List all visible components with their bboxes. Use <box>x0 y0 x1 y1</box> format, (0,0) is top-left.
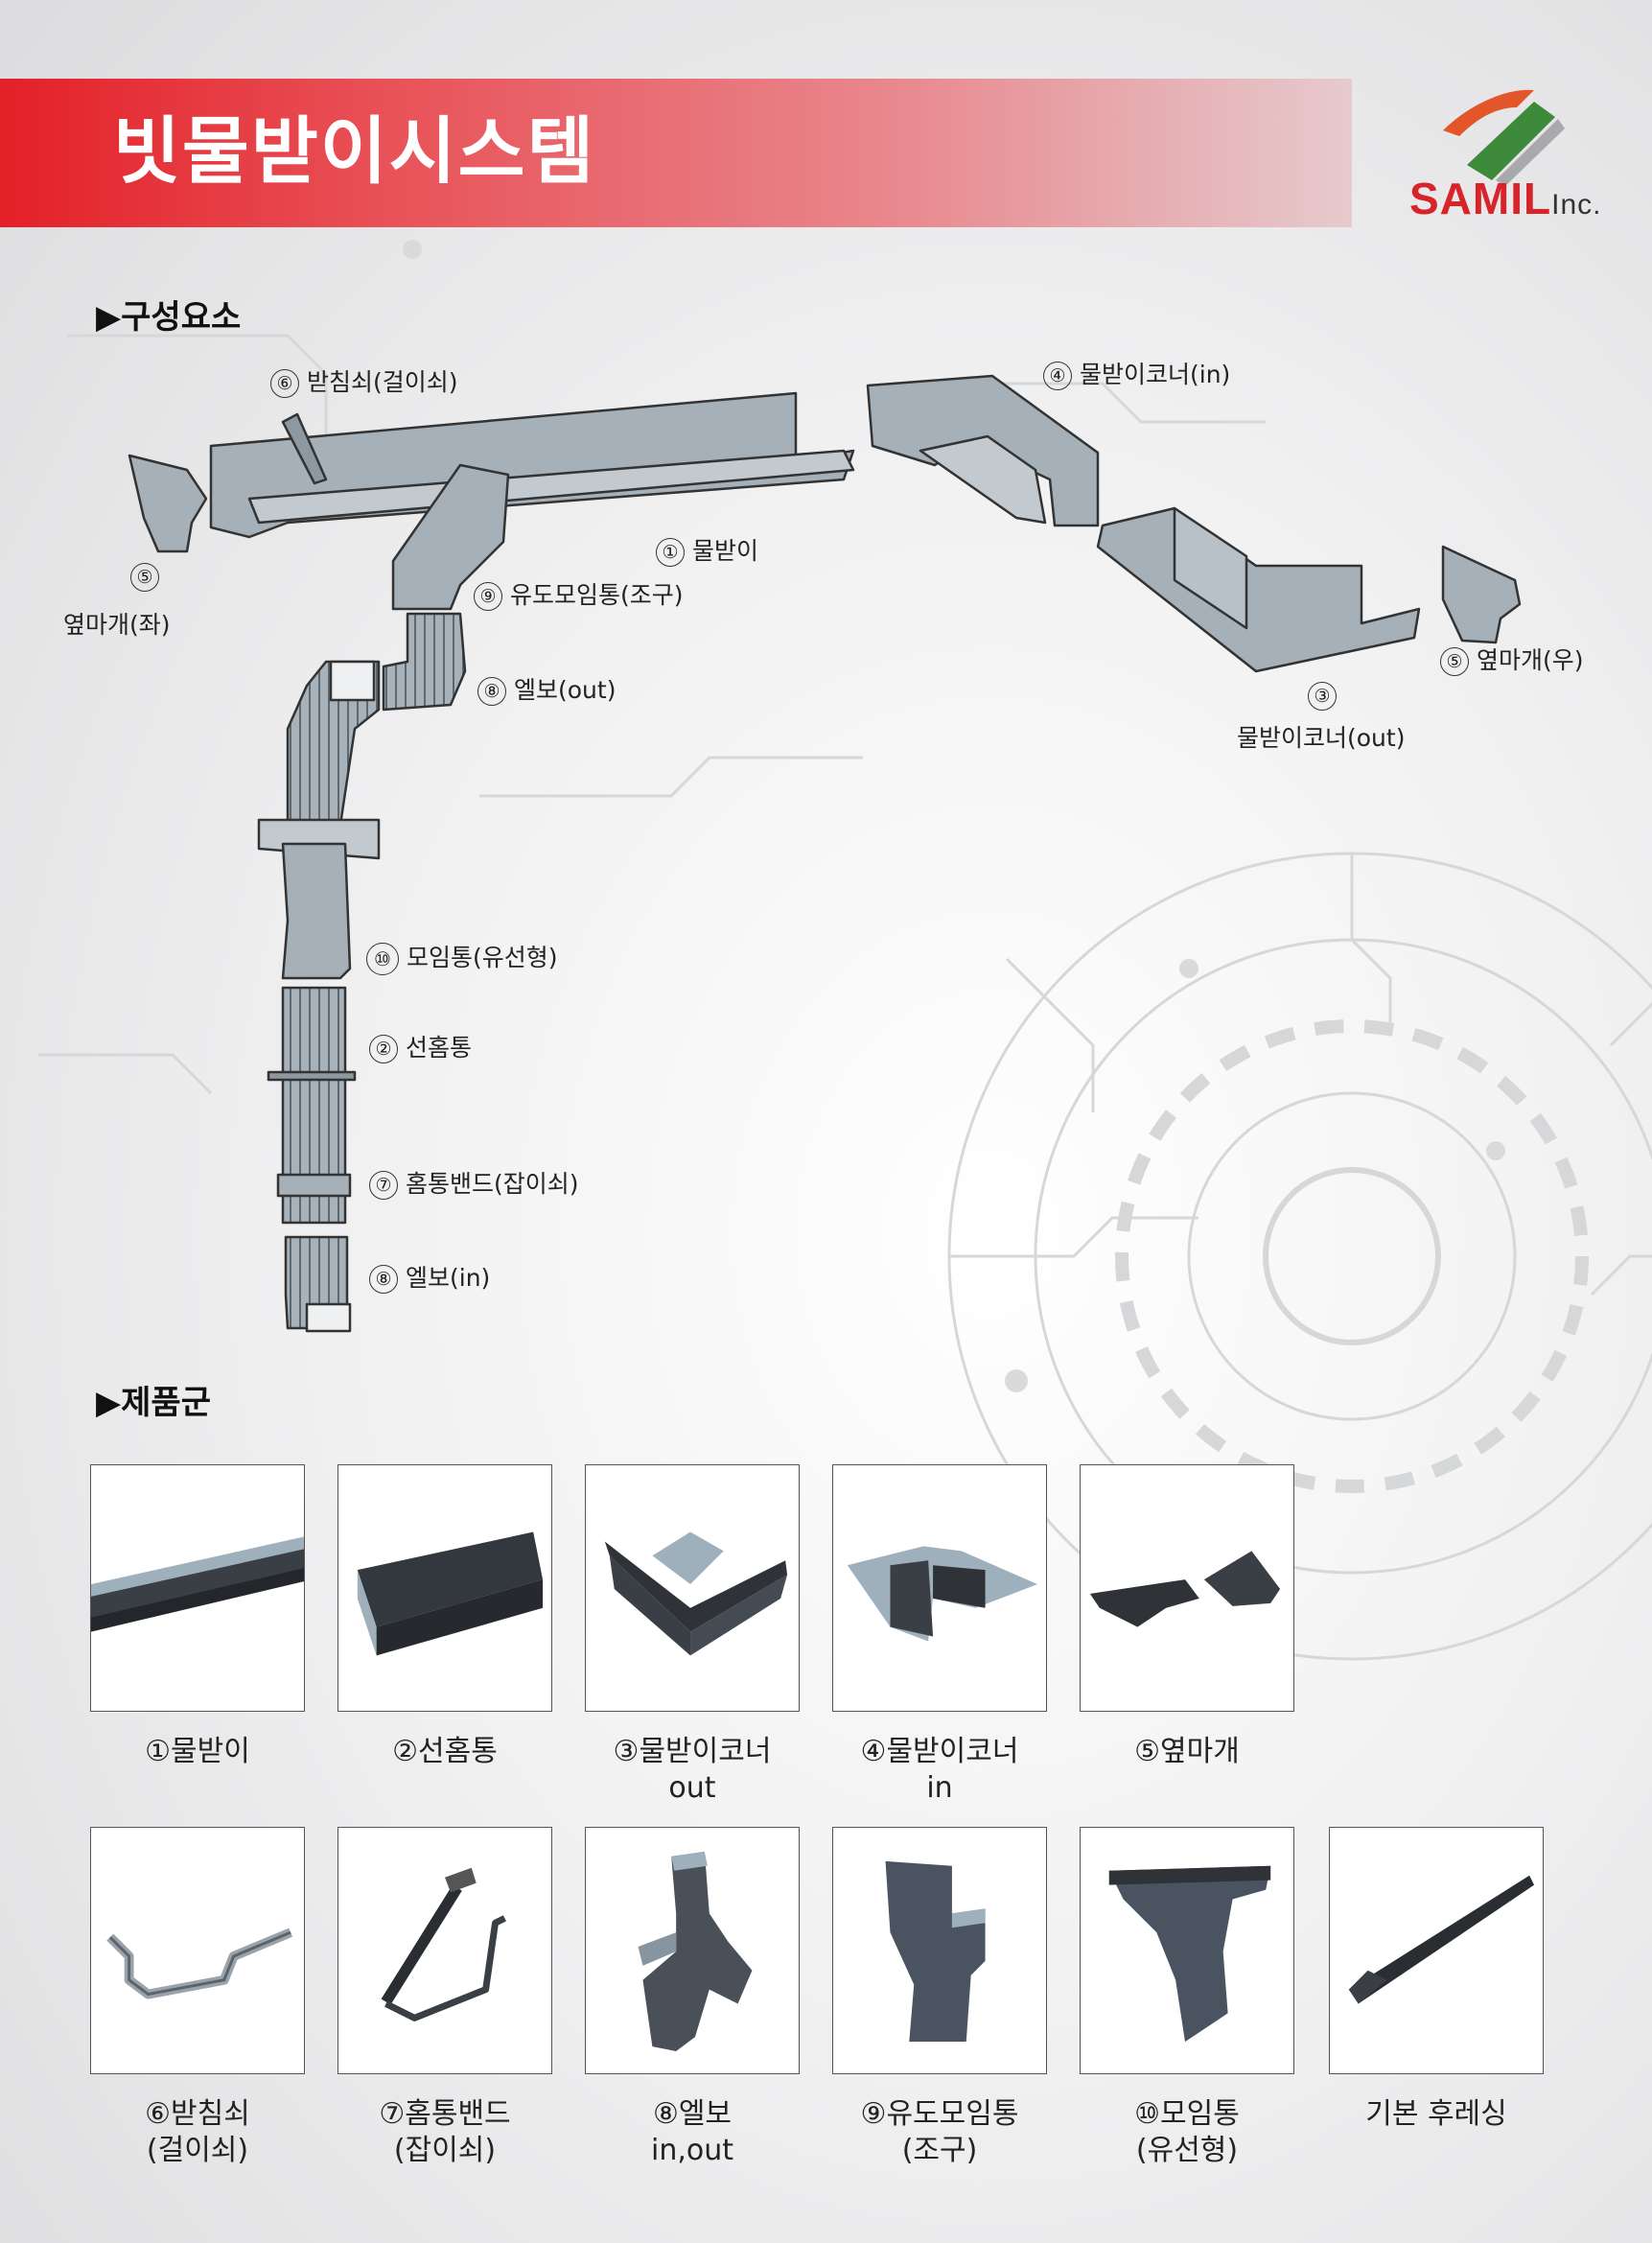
product-card-elbow[interactable] <box>585 1827 800 2074</box>
product-card-corner-out[interactable] <box>585 1464 800 1712</box>
end-cap-left-shape <box>128 454 208 553</box>
section-products-title: ▶제품군 <box>96 1384 211 1422</box>
product-caption-bracket: ⑥받침쇠(걸이쇠) <box>145 2097 250 2167</box>
collector-icon <box>1108 1865 1271 2043</box>
product-card-downpipe[interactable] <box>337 1464 552 1712</box>
corner-in-shape <box>866 374 1100 527</box>
end-cap-icon <box>1089 1551 1281 1627</box>
downpipe-icon <box>357 1531 544 1656</box>
product-caption-collector: ⑩모임통(유선형) <box>1134 2097 1240 2167</box>
elbow-out-shape <box>382 612 467 712</box>
bracket-shape <box>281 412 328 485</box>
product-caption-pipe-band: ⑦홈통밴드(잡이쇠) <box>379 2097 511 2167</box>
product-card-end-cap[interactable] <box>1080 1464 1294 1712</box>
samil-logo-mark-icon <box>1443 89 1565 186</box>
end-cap-right-shape <box>1441 545 1522 644</box>
gutter-system-diagram <box>128 374 1522 1333</box>
product-card-corner-in[interactable] <box>832 1464 1047 1712</box>
gutter-icon <box>91 1536 304 1632</box>
product-card-flashing[interactable] <box>1329 1827 1544 2074</box>
product-card-bracket[interactable] <box>90 1827 305 2074</box>
outlet-icon <box>885 1860 986 2043</box>
corner-out-icon <box>604 1531 788 1656</box>
product-caption-end-cap: ⑤옆마개 <box>1134 1735 1240 1768</box>
samil-logo: SAMILInc. <box>1400 73 1620 236</box>
flashing-icon <box>1348 1875 1535 2004</box>
pipe-band-icon <box>381 1867 506 2021</box>
collector-shape <box>281 842 352 980</box>
corner-in-icon <box>847 1546 1038 1642</box>
product-caption-outlet: ⑨유도모임통(조구) <box>860 2097 1019 2167</box>
product-card-gutter[interactable] <box>90 1464 305 1712</box>
corner-out-shape <box>1096 506 1421 673</box>
product-card-outlet[interactable] <box>832 1827 1047 2074</box>
product-caption-downpipe: ②선홈통 <box>392 1735 498 1768</box>
section-components-title: ▶구성요소 <box>96 298 242 337</box>
label-corner-out: 물받이코너(out) <box>1237 724 1406 752</box>
product-card-pipe-band[interactable] <box>337 1827 552 2074</box>
logo-suffix: Inc. <box>1551 189 1602 221</box>
product-caption-gutter: ①물받이 <box>145 1735 250 1768</box>
logo-text: SAMIL <box>1409 174 1552 223</box>
label-end-cap-left-number: ⑤ <box>130 563 167 592</box>
elbow-icon <box>638 1851 753 2052</box>
product-caption-flashing: 기본 후레싱 <box>1365 2097 1507 2131</box>
product-card-collector[interactable] <box>1080 1827 1294 2074</box>
title-banner <box>0 79 1352 227</box>
page-title: 빗물받이시스템 <box>113 108 596 194</box>
label-end-cap-left: 옆마개(좌) <box>63 611 171 639</box>
label-corner-out-number: ③ <box>1308 682 1344 711</box>
outlet-shape <box>391 463 510 611</box>
bracket-icon <box>106 1928 293 1999</box>
